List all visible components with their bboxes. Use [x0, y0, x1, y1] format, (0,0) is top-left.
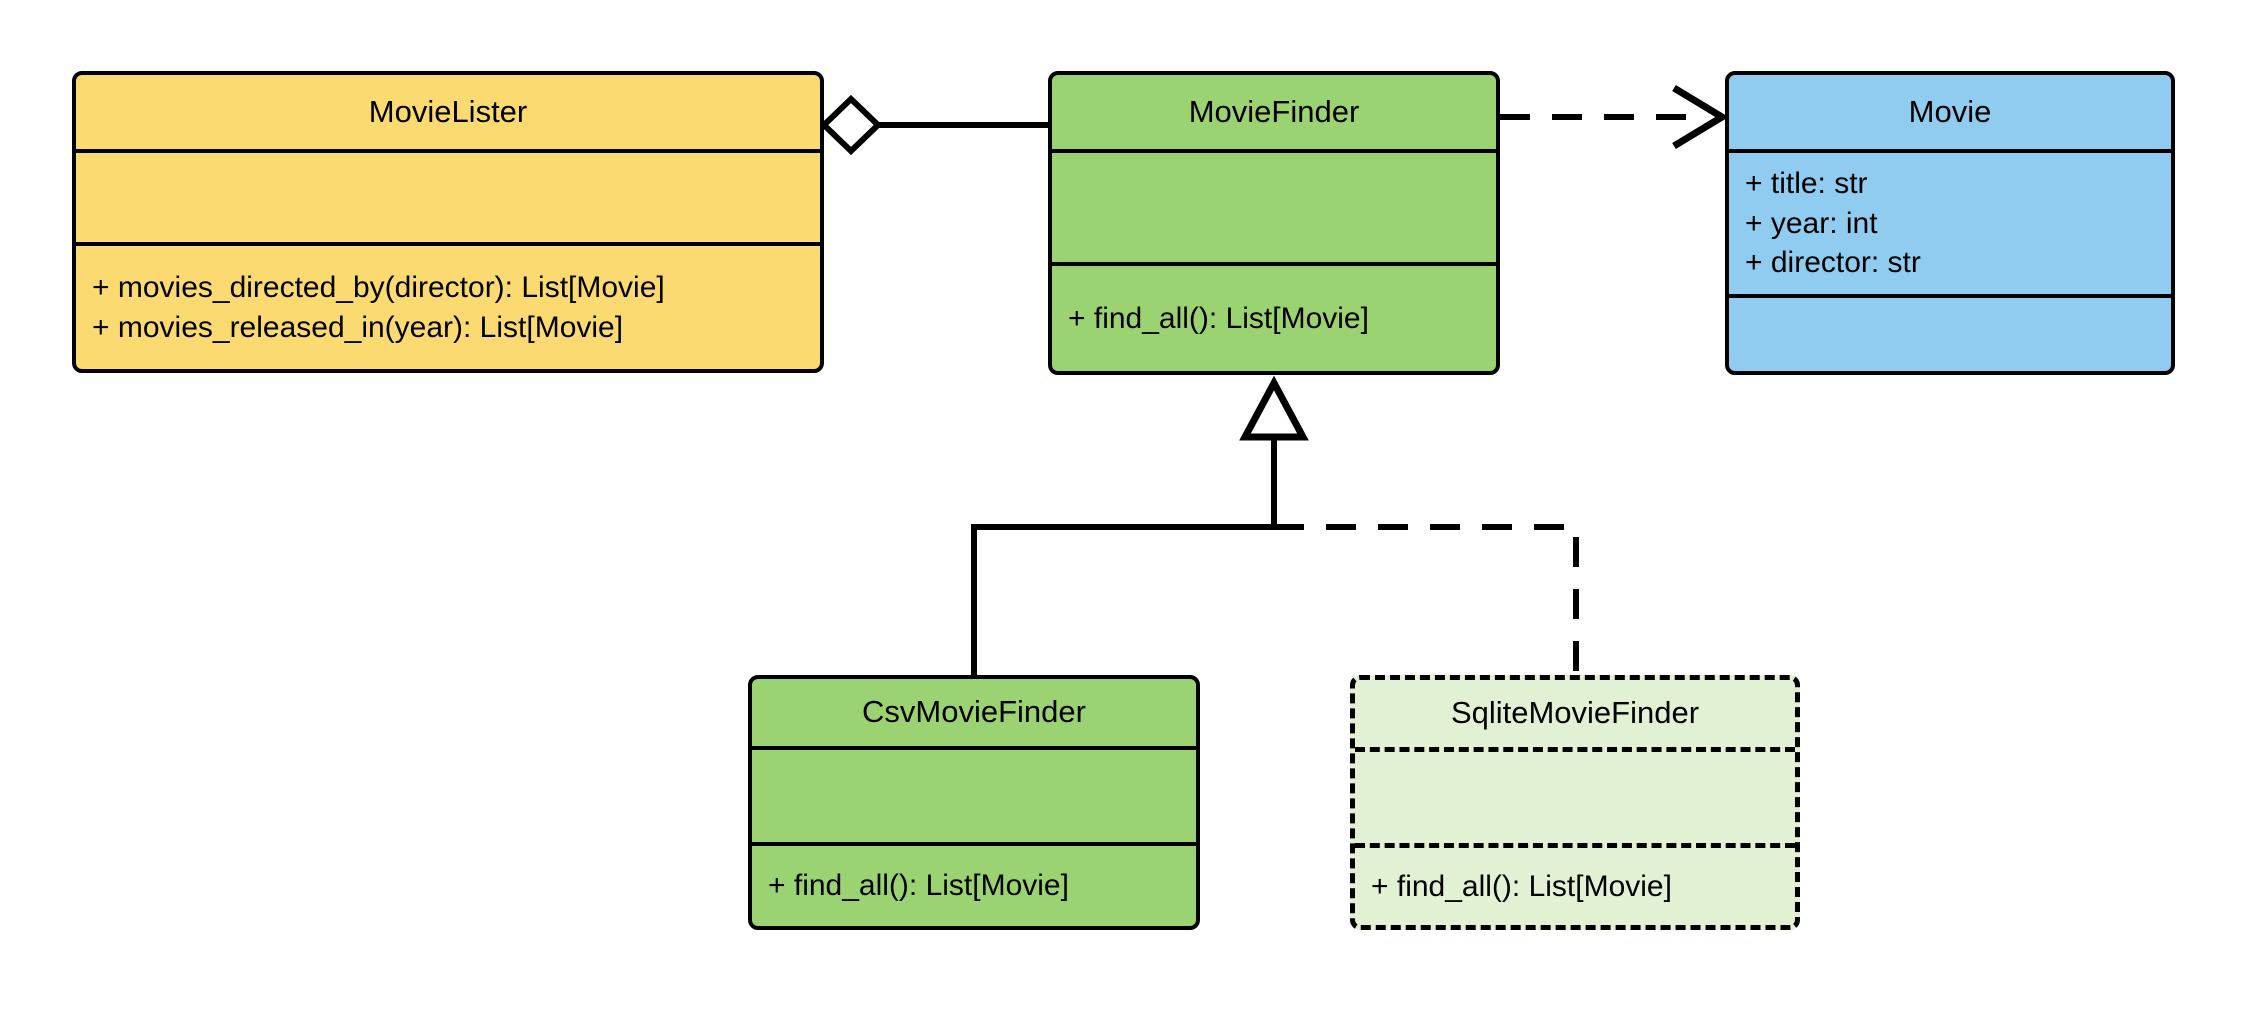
- class-name-label: SqliteMovieFinder: [1450, 695, 1700, 731]
- class-name-compartment: CsvMovieFinder: [752, 679, 1196, 746]
- class-name-label: CsvMovieFinder: [862, 694, 1086, 730]
- class-name-compartment: MovieFinder: [1052, 75, 1496, 149]
- class-name-label: MovieFinder: [1188, 93, 1360, 129]
- class-methods-compartment: + movies_directed_by(director): List[Mov…: [76, 242, 820, 369]
- class-method-item: + find_all(): List[Movie]: [768, 869, 1069, 903]
- class-method-item: + find_all(): List[Movie]: [1068, 301, 1369, 335]
- class-method-item: + movies_directed_by(director): List[Mov…: [92, 270, 665, 304]
- class-attribute-item: + title: str: [1745, 167, 1868, 201]
- class-box-csv-movie-finder[interactable]: CsvMovieFinder + find_all(): List[Movie]: [748, 675, 1200, 930]
- class-methods-compartment: + find_all(): List[Movie]: [752, 842, 1196, 926]
- class-box-movie[interactable]: Movie + title: str + year: int + directo…: [1725, 71, 2175, 375]
- generalization-tree-edges: [971, 375, 1579, 675]
- class-method-item: + movies_released_in(year): List[Movie]: [92, 310, 624, 344]
- class-attributes-compartment: [1052, 149, 1496, 262]
- class-methods-compartment: [1729, 294, 2171, 371]
- class-methods-compartment: + find_all(): List[Movie]: [1052, 262, 1496, 371]
- class-methods-compartment: + find_all(): List[Movie]: [1355, 843, 1795, 925]
- class-attributes-compartment: + title: str + year: int + director: str: [1729, 149, 2171, 294]
- class-box-movie-finder[interactable]: MovieFinder + find_all(): List[Movie]: [1048, 71, 1500, 375]
- class-attribute-item: + year: int: [1745, 206, 1878, 240]
- class-box-movie-lister[interactable]: MovieLister + movies_directed_by(directo…: [72, 71, 824, 373]
- class-method-item: + find_all(): List[Movie]: [1371, 869, 1672, 903]
- class-attributes-compartment: [752, 746, 1196, 842]
- class-attributes-compartment: [76, 149, 820, 242]
- class-attributes-compartment: [1355, 747, 1795, 843]
- aggregation-lister-finder-edge: [819, 94, 1048, 156]
- hollow-diamond-marker: [819, 94, 883, 156]
- class-attribute-item: + director: str: [1745, 246, 1921, 280]
- class-box-sqlite-movie-finder[interactable]: SqliteMovieFinder + find_all(): List[Mov…: [1350, 675, 1800, 930]
- open-arrow-marker: [1672, 85, 1729, 149]
- class-name-compartment: Movie: [1729, 75, 2171, 149]
- class-name-label: Movie: [1908, 93, 1992, 129]
- generalization-csv-branch-line: [971, 524, 1274, 675]
- generalization-sqlite-branch-line: [1274, 524, 1579, 675]
- hollow-triangle-marker: [1239, 375, 1309, 441]
- class-name-compartment: MovieLister: [76, 75, 820, 149]
- class-name-label: MovieLister: [368, 93, 528, 129]
- dependency-finder-movie-edge: [1500, 85, 1729, 149]
- class-name-compartment: SqliteMovieFinder: [1355, 680, 1795, 747]
